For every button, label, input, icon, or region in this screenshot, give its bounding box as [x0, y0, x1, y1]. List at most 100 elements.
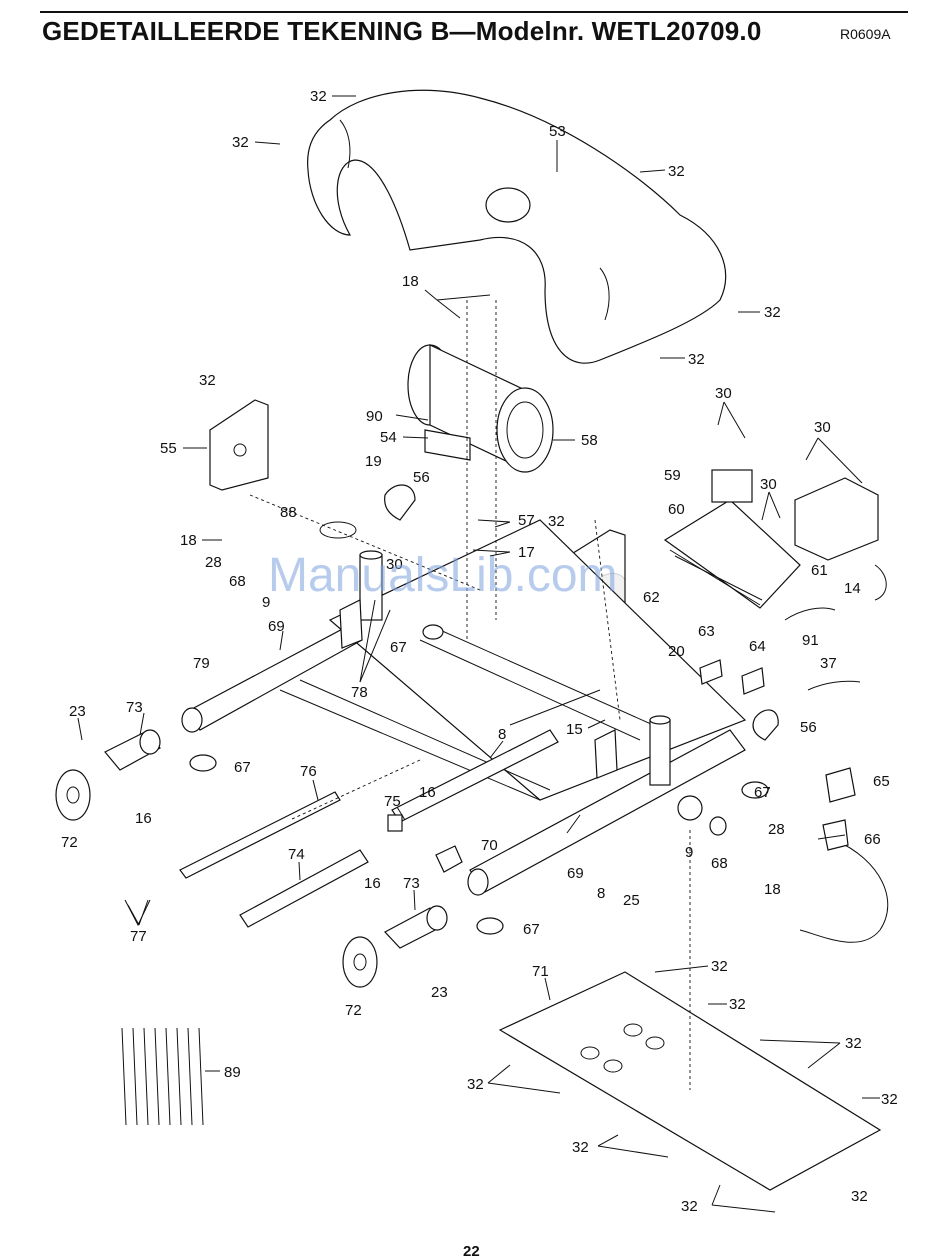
label-68: 68	[229, 573, 246, 590]
front-wheel-right	[342, 905, 448, 988]
label-72: 72	[61, 834, 78, 851]
transformer	[711, 469, 753, 503]
base-plate	[498, 971, 882, 1191]
label-66: 66	[864, 831, 881, 848]
knob-70	[435, 845, 463, 873]
label-67: 67	[234, 759, 251, 776]
label-78: 78	[351, 684, 368, 701]
label-32: 32	[467, 1076, 484, 1093]
label-72: 72	[345, 1002, 362, 1019]
label-55: 55	[160, 440, 177, 457]
label-73: 73	[126, 699, 143, 716]
label-76: 76	[300, 763, 317, 780]
label-32: 32	[729, 996, 746, 1013]
foot-1	[422, 624, 444, 640]
foot-4	[476, 917, 504, 935]
label-25: 25	[623, 892, 640, 909]
label-32: 32	[711, 958, 728, 975]
label-32: 32	[845, 1035, 862, 1052]
label-19: 19	[365, 453, 382, 470]
label-91: 91	[802, 632, 819, 649]
electronics-box	[794, 477, 879, 561]
power-cord-66	[799, 839, 889, 943]
label-15: 15	[566, 721, 583, 738]
label-67: 67	[523, 921, 540, 938]
switch-63	[699, 659, 723, 685]
label-32: 32	[199, 372, 216, 389]
label-32: 32	[310, 88, 327, 105]
drive-motor	[407, 344, 554, 473]
label-68: 68	[711, 855, 728, 872]
label-32: 32	[688, 351, 705, 368]
drawing-code: R0609A	[840, 26, 891, 42]
label-37: 37	[820, 655, 837, 672]
label-65: 65	[873, 773, 890, 790]
label-89: 89	[224, 1064, 241, 1081]
label-18: 18	[764, 881, 781, 898]
label-53: 53	[549, 123, 566, 140]
label-16: 16	[419, 784, 436, 801]
label-56: 56	[800, 719, 817, 736]
wire-91	[784, 607, 836, 621]
label-30: 30	[760, 476, 777, 493]
label-9: 9	[262, 594, 270, 611]
label-17: 17	[518, 544, 535, 561]
label-63: 63	[698, 623, 715, 640]
label-32: 32	[881, 1091, 898, 1108]
page-number: 22	[463, 1243, 480, 1260]
label-18: 18	[180, 532, 197, 549]
cable-ties	[121, 1027, 204, 1126]
label-28: 28	[205, 554, 222, 571]
page-title: GEDETAILLEERDE TEKENING B—Modelnr. WETL2…	[42, 16, 762, 46]
bushing-68	[709, 816, 727, 836]
label-74: 74	[288, 846, 305, 863]
label-8: 8	[597, 885, 605, 902]
switch-64	[741, 667, 765, 695]
watermark-text: ManualsLib.com	[268, 549, 618, 602]
main-frame	[181, 519, 747, 896]
bushing-56-b	[752, 709, 779, 741]
label-30: 30	[715, 385, 732, 402]
label-77: 77	[130, 928, 147, 945]
label-16: 16	[135, 810, 152, 827]
label-58: 58	[581, 432, 598, 449]
label-23: 23	[69, 703, 86, 720]
washer-9	[677, 795, 703, 821]
label-88: 88	[280, 504, 297, 521]
label-30: 30	[814, 419, 831, 436]
bushing-56-a	[384, 484, 416, 521]
label-8: 8	[498, 726, 506, 743]
label-79: 79	[193, 655, 210, 672]
label-9: 9	[685, 844, 693, 861]
label-69: 69	[567, 865, 584, 882]
header-rule	[40, 11, 908, 13]
label-57: 57	[518, 512, 535, 529]
label-23: 23	[431, 984, 448, 1001]
motor-hood	[307, 89, 727, 364]
label-70: 70	[481, 837, 498, 854]
label-73: 73	[403, 875, 420, 892]
label-16: 16	[364, 875, 381, 892]
wire-88	[319, 521, 357, 539]
label-54: 54	[380, 429, 397, 446]
circuit-breaker-65	[825, 767, 856, 803]
label-32: 32	[232, 134, 249, 151]
label-32: 32	[548, 513, 565, 530]
wire-14	[874, 564, 887, 601]
left-side-shield	[209, 399, 269, 491]
label-61: 61	[811, 562, 828, 579]
wire-37	[807, 680, 861, 691]
label-75: 75	[384, 793, 401, 810]
label-67: 67	[754, 784, 771, 801]
incline-tube	[239, 849, 369, 928]
label-56: 56	[413, 469, 430, 486]
label-28: 28	[768, 821, 785, 838]
incline-actuator	[179, 791, 341, 879]
label-30: 30	[386, 556, 403, 573]
front-wheel-left	[55, 729, 161, 821]
label-90: 90	[366, 408, 383, 425]
foot-3	[741, 781, 769, 799]
label-32: 32	[668, 163, 685, 180]
